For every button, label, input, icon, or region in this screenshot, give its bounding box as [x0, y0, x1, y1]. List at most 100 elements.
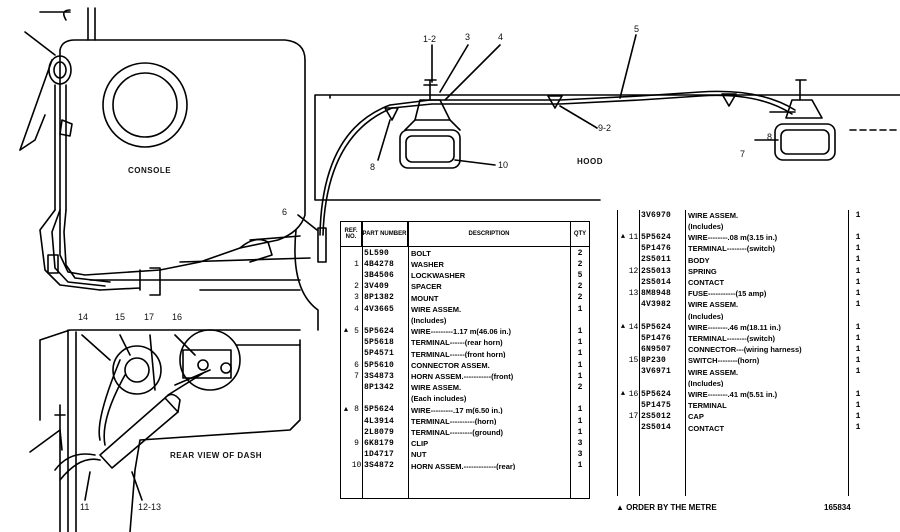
part-number: 5P5610: [364, 360, 395, 370]
description: (Includes): [688, 312, 724, 321]
quantity: 1: [577, 427, 583, 437]
ref-number: 14: [628, 322, 639, 332]
description: (Includes): [688, 223, 724, 231]
fuse-holder: [99, 397, 179, 469]
part-number: 1D4717: [364, 450, 395, 460]
part-number: 6N9507: [641, 344, 672, 354]
description: NUT: [411, 451, 427, 459]
part-number: 5P1475: [641, 400, 672, 410]
ref-number: 15: [628, 356, 639, 366]
callout-17: 17: [144, 312, 155, 322]
row-marker: ▲: [343, 327, 349, 336]
callout-15: 15: [115, 312, 126, 322]
header-ref: REF. NO.: [341, 222, 362, 246]
part-number: 8P1342: [364, 382, 395, 392]
quantity: 3: [577, 450, 583, 460]
callout-11: 11: [80, 502, 90, 512]
part-number: 4V3665: [364, 304, 395, 314]
quantity: 1: [577, 461, 583, 471]
description: FUSE-----------(15 amp): [688, 290, 767, 298]
table-row: (Includes): [341, 315, 589, 326]
front-horn: [774, 123, 836, 161]
console-gauge-inner: [112, 72, 178, 138]
description: WIRE ASSEM.: [688, 368, 739, 377]
ref-number: 10: [351, 461, 362, 471]
description: TERMINAL------(front horn): [411, 350, 506, 359]
quantity: 2: [577, 248, 583, 258]
description: SPACER: [411, 283, 442, 291]
description: CLIP: [411, 440, 429, 448]
description: WIRE ASSEM.: [688, 301, 739, 309]
parts-table-header: REF. NO. PART NUMBER DESCRIPTION QTY: [341, 222, 589, 247]
quantity: 1: [855, 244, 861, 254]
quantity: 2: [577, 382, 583, 392]
part-number: 5P5624: [364, 405, 395, 415]
table-row: 5L590 BOLT 2: [341, 248, 589, 259]
quantity: 1: [855, 266, 861, 276]
part-number: 3B4506: [364, 270, 395, 280]
quantity: 1: [577, 371, 583, 381]
ref-number: 16: [628, 389, 639, 399]
parts-table-left: REF. NO. PART NUMBER DESCRIPTION QTY 5L5…: [340, 221, 590, 499]
description: CONTACT: [688, 424, 725, 433]
description: WIRE ASSEM.: [411, 305, 462, 314]
part-number: 2S5013: [641, 266, 672, 276]
part-number: 2L8079: [364, 427, 395, 437]
hood-label: HOOD: [577, 157, 603, 166]
part-number: 8P230: [641, 356, 667, 366]
quantity: 1: [855, 232, 861, 242]
order-note: ▲ ORDER BY THE METRE: [616, 503, 717, 512]
table-row: (Includes): [618, 378, 867, 389]
description: TERMINAL------(rear horn): [411, 339, 503, 347]
callout-12-13: 12-13: [138, 502, 162, 512]
description: WIRE ASSEM.: [411, 384, 462, 392]
part-number: 3V6971: [641, 367, 672, 377]
part-number: 4L3914: [364, 416, 395, 426]
row-marker: ▲: [620, 323, 626, 332]
part-number: 5L590: [364, 248, 390, 258]
description: WASHER: [411, 261, 444, 269]
description: CONNECTOR---(wiring harness): [688, 346, 802, 354]
description: CAP: [688, 413, 704, 421]
part-number: 8P1382: [364, 293, 395, 303]
part-number: 6K8179: [364, 438, 395, 448]
part-number: 2S5014: [641, 423, 672, 433]
callout-1-2: 1-2: [423, 34, 437, 44]
quantity: 1: [855, 300, 861, 310]
description: BOLT: [411, 249, 431, 258]
part-number: 2S5011: [641, 255, 672, 265]
quantity: 1: [855, 255, 861, 265]
quantity: 1: [855, 210, 861, 220]
description: WIRE---------.17 m(6.50 in.): [411, 406, 503, 415]
part-number: 5P5624: [641, 322, 672, 332]
quantity: 2: [577, 259, 583, 269]
quantity: 1: [855, 277, 861, 287]
row-marker: ▲: [620, 233, 626, 242]
part-number: 3S4872: [364, 461, 395, 471]
table-row: (Includes): [618, 221, 867, 232]
callout-10: 10: [498, 160, 509, 170]
ref-number: 12: [628, 266, 639, 276]
quantity: 1: [577, 405, 583, 415]
figure-number: 165834: [824, 503, 851, 512]
ref-number: 4: [354, 304, 359, 314]
